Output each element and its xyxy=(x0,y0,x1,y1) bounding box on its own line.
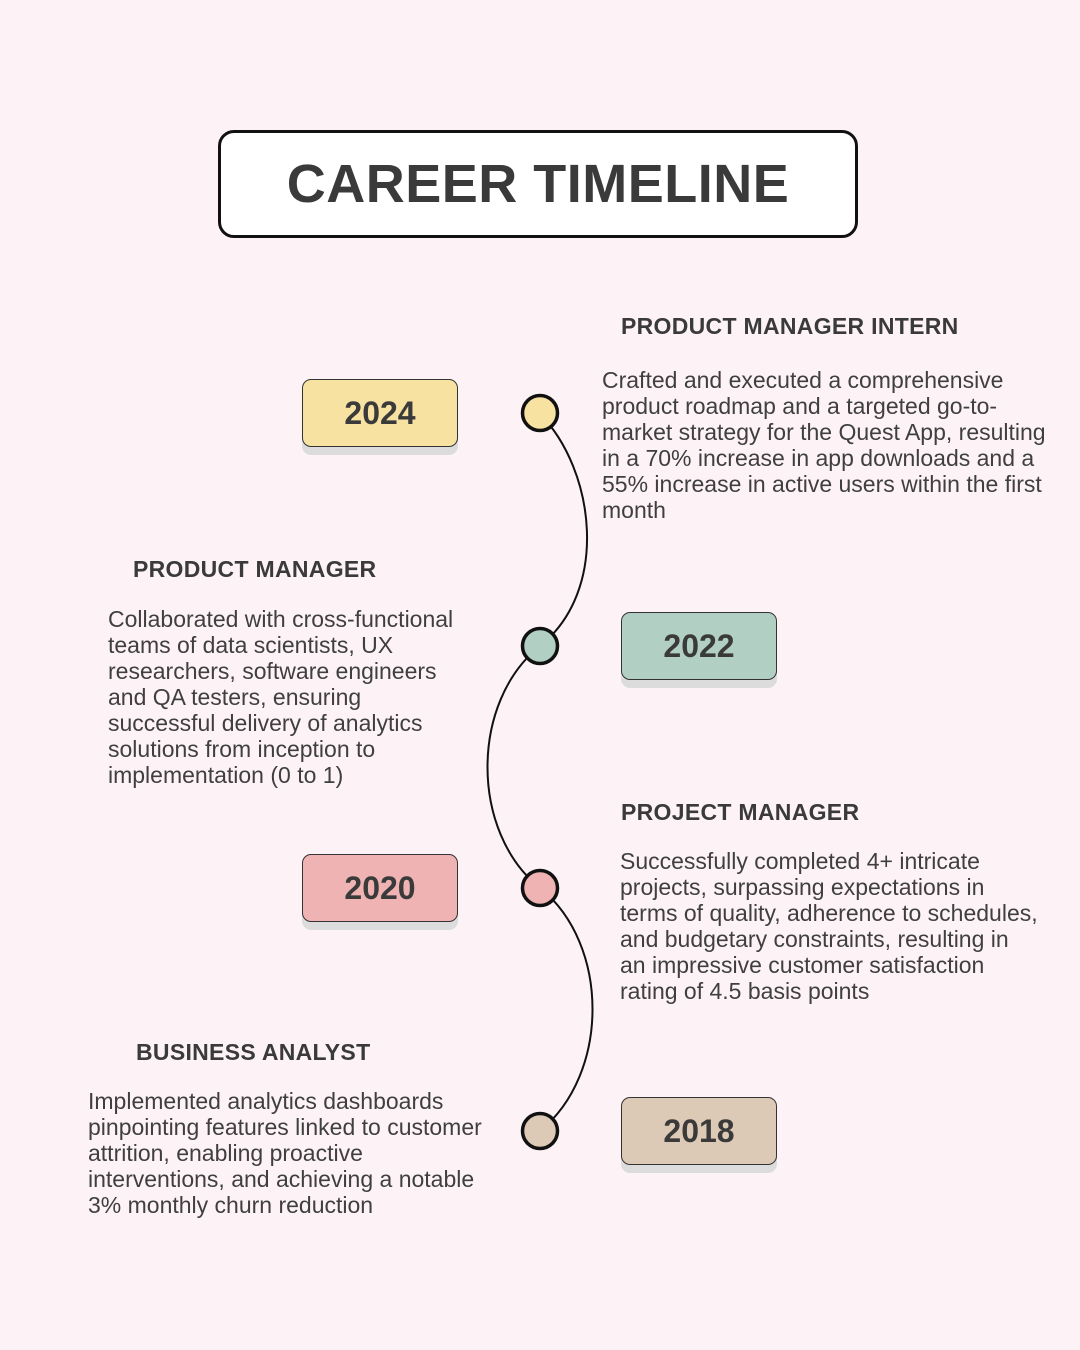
year-badge-2024: 2024 xyxy=(302,379,458,447)
year-badge-2022: 2022 xyxy=(621,612,777,680)
year-label: 2018 xyxy=(663,1112,735,1149)
role-description-2018: Implemented analytics dashboards pinpoin… xyxy=(88,1088,482,1218)
role-title-2020: PROJECT MANAGER xyxy=(621,799,860,825)
page-title: CAREER TIMELINE xyxy=(286,154,790,214)
role-title-2018: BUSINESS ANALYST xyxy=(136,1039,371,1065)
year-label: 2020 xyxy=(344,869,416,906)
timeline-node-2020 xyxy=(520,868,560,908)
year-badge-2020: 2020 xyxy=(302,854,458,922)
role-title-2024: PRODUCT MANAGER INTERN xyxy=(621,313,959,339)
role-description-2022: Collaborated with cross-functional teams… xyxy=(108,606,454,788)
year-badge-2018: 2018 xyxy=(621,1097,777,1165)
timeline-node-2018 xyxy=(520,1111,560,1151)
role-description-2020: Successfully completed 4+ intricate proj… xyxy=(620,848,1038,1004)
timeline-node-2024 xyxy=(520,393,560,433)
year-label: 2022 xyxy=(663,627,735,664)
timeline-curve xyxy=(486,413,594,1132)
role-title-2022: PRODUCT MANAGER xyxy=(133,556,377,582)
role-description-2024: Crafted and executed a comprehensive pro… xyxy=(602,367,1046,523)
timeline-node-2022 xyxy=(520,626,560,666)
title-box: CAREER TIMELINE xyxy=(218,130,858,238)
year-label: 2024 xyxy=(344,394,416,431)
